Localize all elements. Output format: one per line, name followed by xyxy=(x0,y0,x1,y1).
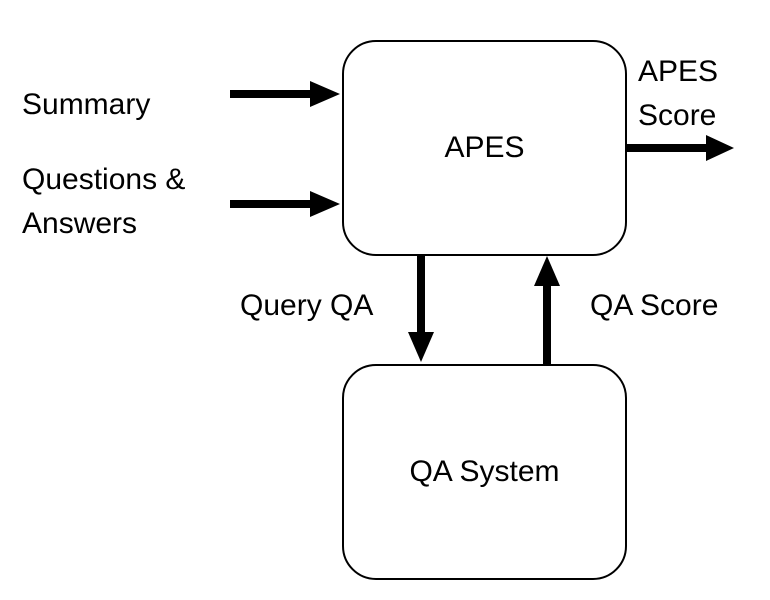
questions-arrow xyxy=(230,191,340,217)
qa-score-arrow xyxy=(534,256,560,364)
qa-system-node: QA System xyxy=(342,364,627,580)
output-label-line-2: Score xyxy=(638,99,717,132)
summary-input-label: Summary xyxy=(22,88,151,121)
questions-answers-input-label: Questions & Answers xyxy=(22,158,185,246)
apes-node: APES xyxy=(342,40,627,256)
questions-label-line-1: Questions & xyxy=(22,163,186,196)
summary-arrow xyxy=(230,81,340,107)
query-qa-arrow xyxy=(408,256,434,362)
output-label-line-1: APES xyxy=(638,55,719,88)
apes-score-arrow xyxy=(627,135,734,161)
query-qa-edge-label: Query QA xyxy=(240,289,374,322)
questions-label-line-2: Answers xyxy=(22,207,138,240)
apes-score-output-label: APES Score xyxy=(638,50,718,138)
qa-system-node-label: QA System xyxy=(409,455,560,488)
apes-node-label: APES xyxy=(444,131,525,164)
qa-score-edge-label: QA Score xyxy=(590,289,719,322)
